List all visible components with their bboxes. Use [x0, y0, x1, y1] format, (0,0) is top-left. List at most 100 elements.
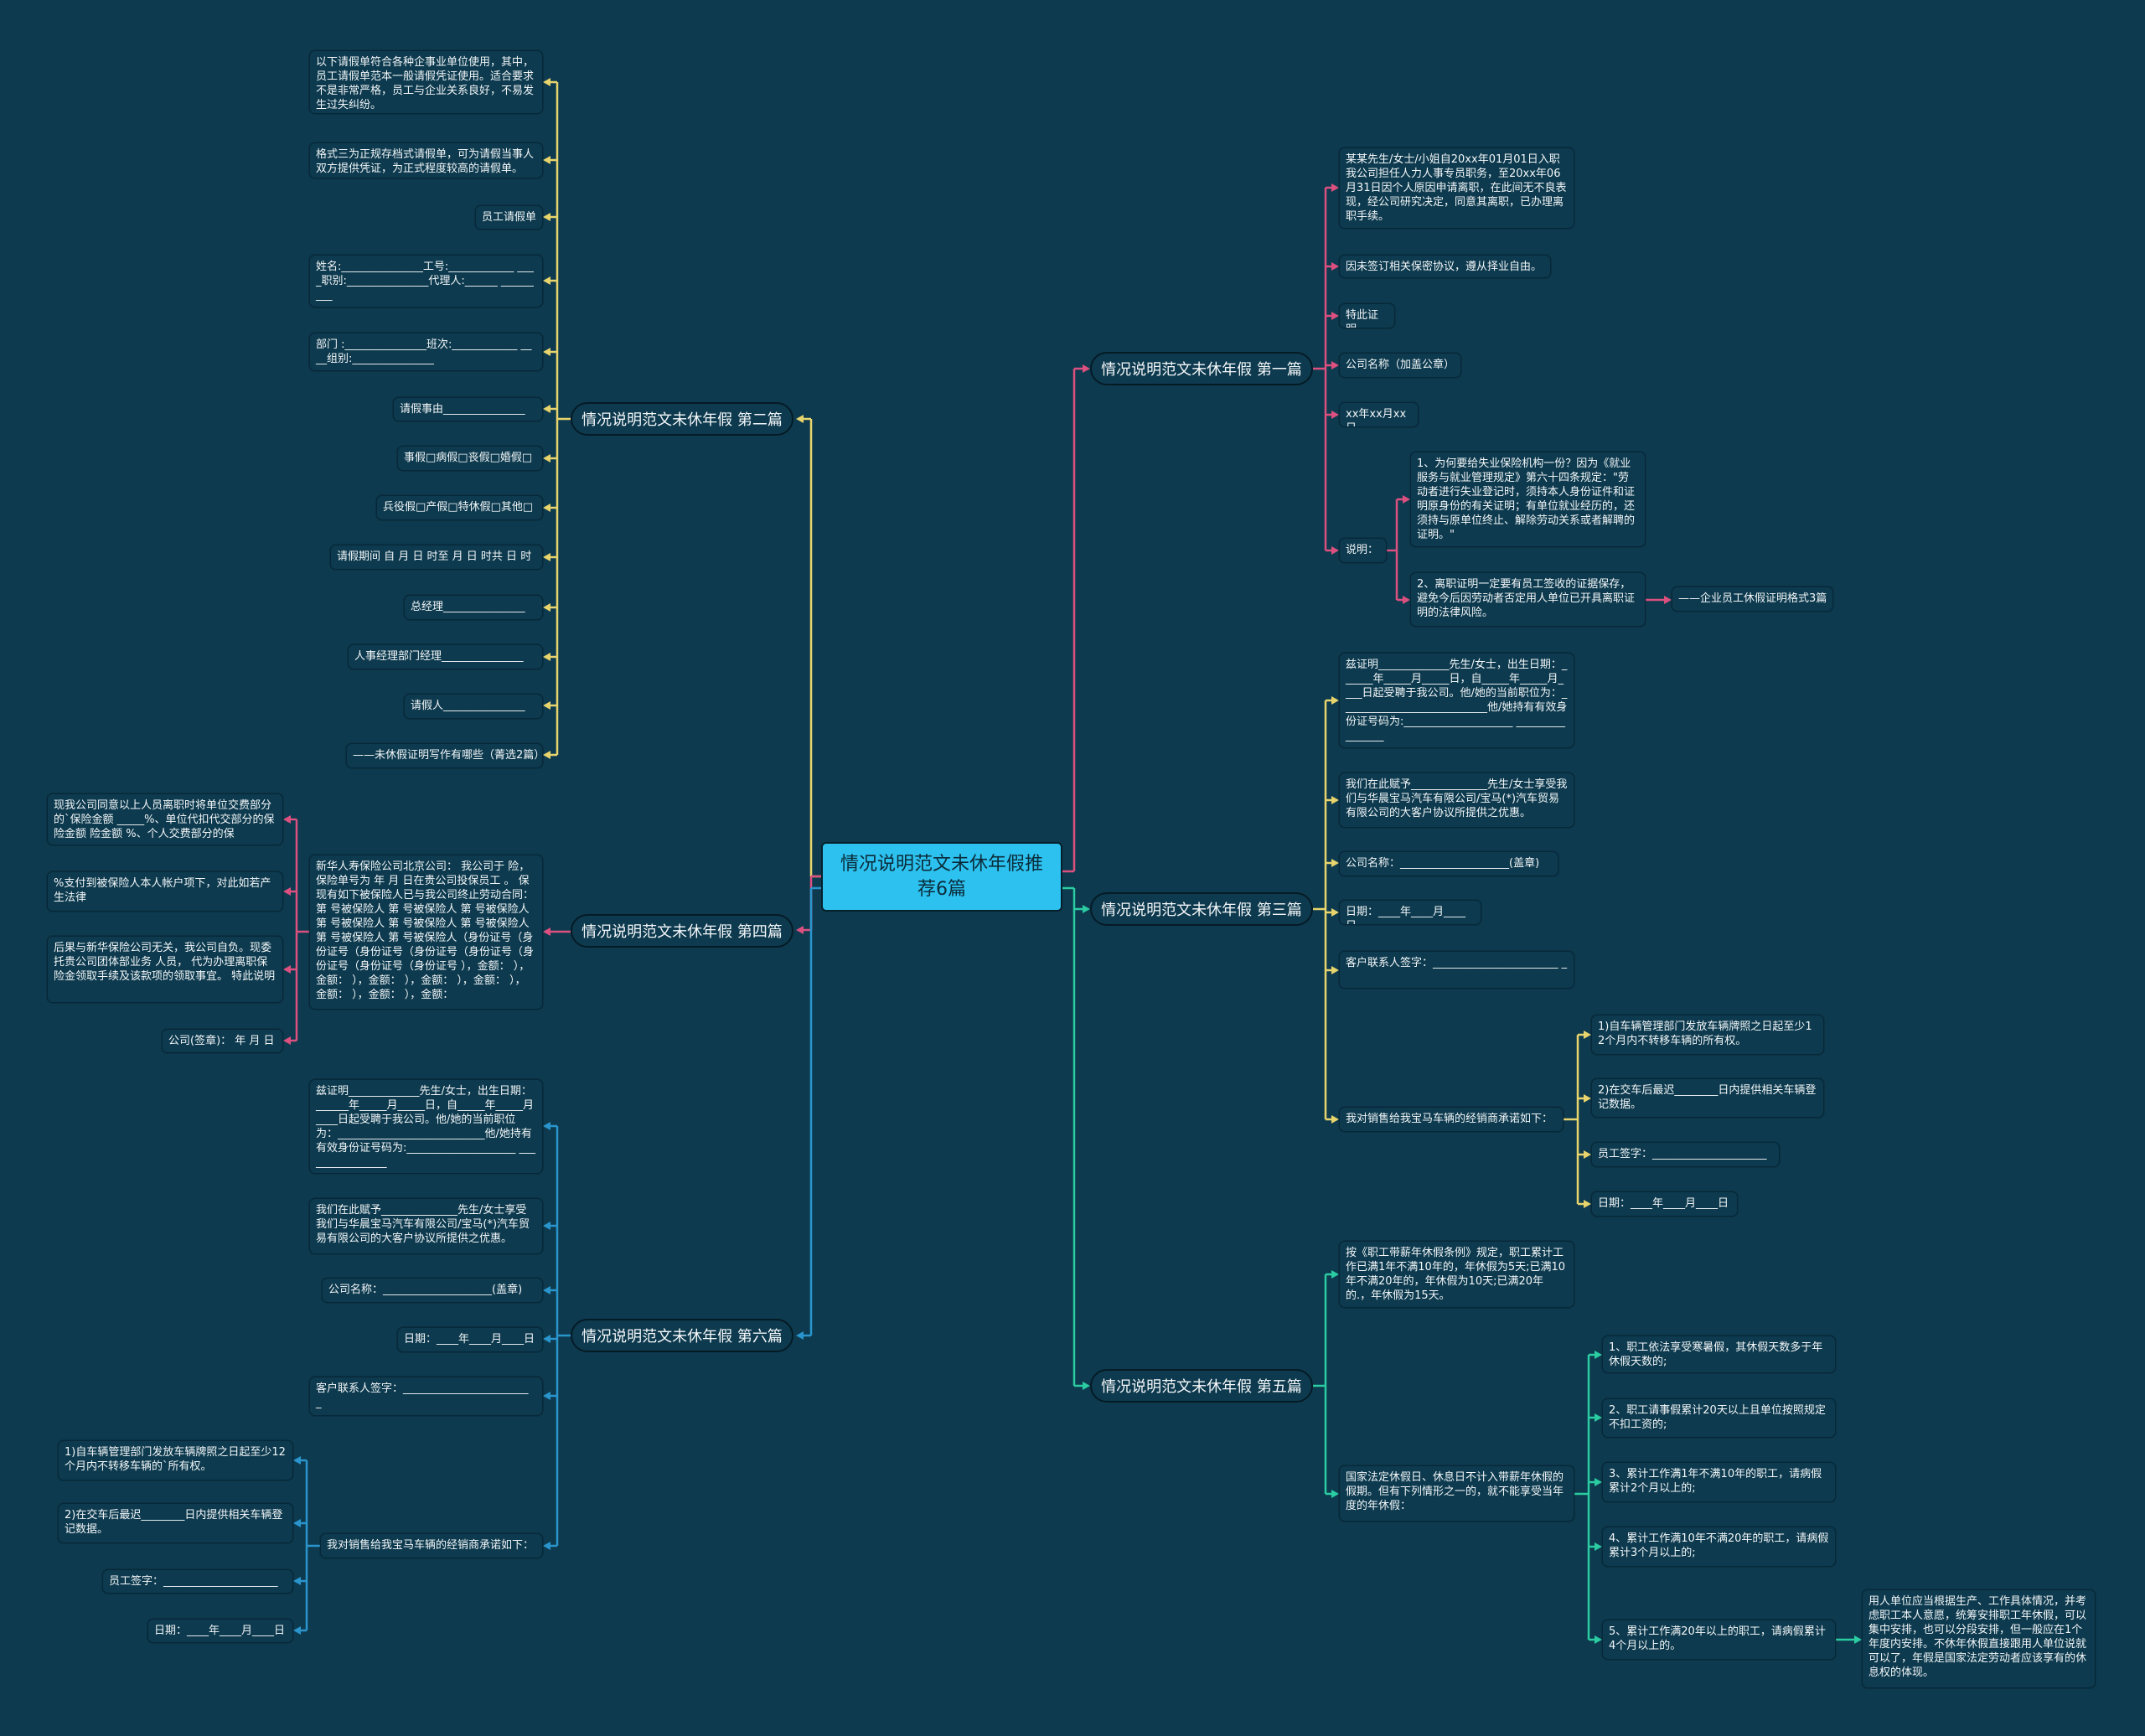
b3-promise[interactable]: 1)自车辆管理部门发放车辆牌照之日起至少12个月内不转移车辆的所有权。: [1591, 1015, 1824, 1055]
b3-item[interactable]: 日期：____年____月____日: [1339, 900, 1481, 925]
b2-item[interactable]: 人事经理部门经理_______________: [348, 644, 543, 669]
arrow-head-icon: [1595, 1478, 1602, 1486]
b4-item[interactable]: %支付到被保险人本人帐户项下，对此如若产生法律: [47, 871, 283, 912]
branch-6-topic[interactable]: 情况说明范文未休年假 第六篇: [571, 1319, 793, 1352]
b2-item[interactable]: 请假事由_______________: [393, 397, 543, 421]
arrow-head-icon: [543, 213, 550, 221]
b3-promise[interactable]: 2)在交车后最迟________日内提供相关车辆登记数据。: [1591, 1078, 1824, 1118]
b2-item[interactable]: 请假人_______________: [404, 694, 543, 719]
arrow-head-icon: [543, 1286, 550, 1294]
arrow-head-icon: [283, 815, 291, 824]
b1-item[interactable]: xx年xx月xx日: [1339, 402, 1419, 427]
arrow-head-icon: [1331, 1490, 1339, 1498]
b1-item[interactable]: 特此证明: [1339, 303, 1395, 328]
arrow-head-icon: [1331, 361, 1339, 369]
arrow-head-icon: [1331, 312, 1339, 320]
b5-case[interactable]: 4、累计工作满10年不满20年的职工，请病假累计3个月以上的;: [1602, 1527, 1836, 1567]
b5-case[interactable]: 1、职工依法享受寒暑假，其休假天数多于年休假天数的;: [1602, 1336, 1836, 1373]
arrow-head-icon: [1403, 495, 1410, 504]
arrow-head-icon: [543, 348, 550, 356]
b2-item[interactable]: 员工请假单: [475, 205, 543, 230]
arrow-head-icon: [543, 276, 550, 285]
b1-related-link[interactable]: ——企业员工休假证明格式3篇: [1672, 586, 1833, 612]
b3-item[interactable]: 兹证明_____________先生/女士，出生日期：______年_____月…: [1339, 653, 1574, 748]
arrow-head-icon: [283, 1036, 291, 1045]
b1-note[interactable]: 1、为何要给失业保险机构一份？因为《就业服务与就业管理规定》第六十四条规定："劳…: [1410, 452, 1646, 547]
b3-item[interactable]: 我们在此赋予______________先生/女士享受我们与华晨宝马汽车有限公司…: [1339, 772, 1574, 828]
b6-promise[interactable]: 员工签字：_____________________: [102, 1569, 293, 1594]
b4-item[interactable]: 现我公司同意以上人员离职时将单位交费部分的`保险金额 _____%、单位代扣代交…: [47, 793, 283, 845]
b1-item[interactable]: 说明：: [1339, 538, 1387, 563]
b2-related-link[interactable]: ——未休假证明写作有哪些（菁选2篇）: [346, 743, 543, 768]
b6-item[interactable]: 客户联系人签字：_______________________ _: [309, 1377, 543, 1416]
arrow-head-icon: [283, 887, 291, 896]
b4-main[interactable]: 新华人寿保险公司北京公司： 我公司于 险，保险单号为 年 月 日在贵公司投保员工…: [309, 855, 543, 1010]
b2-item[interactable]: 格式三为正规存档式请假单，可为请假当事人双方提供凭证，为正式程度较高的请假单。: [309, 142, 543, 178]
arrow-head-icon: [543, 504, 550, 512]
b1-note[interactable]: 2、离职证明一定要有员工签收的证据保存，避免今后因劳动者否定用人单位已开具离职证…: [1410, 572, 1646, 627]
arrow-head-icon: [796, 926, 804, 934]
arrow-head-icon: [543, 1122, 550, 1130]
root-topic[interactable]: 情况说明范文未休年假推荐6篇: [821, 842, 1062, 912]
b3-promise[interactable]: 日期：____年____月____日: [1591, 1191, 1738, 1217]
b6-promise[interactable]: 1)自车辆管理部门发放车辆牌照之日起至少12个月内不转移车辆的`所有权。: [58, 1440, 293, 1480]
b6-item[interactable]: 兹证明_____________先生/女士，出生日期：______年_____月…: [309, 1079, 543, 1174]
b6-item[interactable]: 我们在此赋予______________先生/女士享受我们与华晨宝马汽车有限公司…: [309, 1198, 543, 1254]
b6-item[interactable]: 日期：____年____月____日: [397, 1327, 543, 1352]
arrow-head-icon: [1584, 1200, 1591, 1208]
arrow-head-icon: [1664, 596, 1672, 604]
arrow-head-icon: [543, 1222, 550, 1230]
branch-4-topic[interactable]: 情况说明范文未休年假 第四篇: [571, 914, 793, 948]
arrow-head-icon: [1595, 1413, 1602, 1422]
b1-item[interactable]: 某某先生/女士/小姐自20xx年01月01日入职我公司担任人力人事专员职务，至2…: [1339, 147, 1574, 229]
b2-item[interactable]: 事假□病假□丧假□婚假□: [397, 446, 543, 471]
arrow-head-icon: [543, 454, 550, 462]
b5-case[interactable]: 2、职工请事假累计20天以上且单位按照规定不扣工资的;: [1602, 1398, 1836, 1438]
b2-item[interactable]: 请假期间 自 月 日 时至 月 日 时共 日 时: [330, 545, 543, 570]
arrow-head-icon: [543, 1392, 550, 1400]
arrow-head-icon: [543, 1542, 550, 1550]
arrow-head-icon: [543, 701, 550, 710]
arrow-head-icon: [293, 1519, 301, 1527]
b6-promise[interactable]: 2)在交车后最迟________日内提供相关车辆登记数据。: [58, 1503, 293, 1543]
b3-item[interactable]: 客户联系人签字：_______________________ _: [1339, 951, 1574, 989]
b4-item[interactable]: 公司(签章)： 年 月 日: [162, 1029, 283, 1053]
arrow-head-icon: [1083, 1382, 1090, 1390]
arrow-head-icon: [1083, 364, 1090, 373]
arrow-head-icon: [796, 415, 804, 423]
branch-3-topic[interactable]: 情况说明范文未休年假 第三篇: [1090, 892, 1313, 926]
b5-note[interactable]: 用人单位应当根据生产、工作具体情况，并考虑职工本人意愿，统筹安排职工年休假，可以…: [1862, 1589, 2096, 1688]
arrow-head-icon: [1331, 546, 1339, 555]
arrow-head-icon: [1584, 1094, 1591, 1103]
branch-2-topic[interactable]: 情况说明范文未休年假 第二篇: [571, 402, 793, 436]
b3-promise[interactable]: 员工签字：_____________________: [1591, 1142, 1780, 1167]
b1-item[interactable]: 公司名称（加盖公章）: [1339, 353, 1461, 378]
b3-item[interactable]: 公司名称：____________________(盖章): [1339, 851, 1558, 876]
b2-item[interactable]: 总经理_______________: [404, 595, 543, 620]
arrow-head-icon: [1595, 1542, 1602, 1551]
b5-item[interactable]: 国家法定休假日、休息日不计入带薪年休假的假期。但有下列情形之一的，就不能享受当年…: [1339, 1465, 1574, 1522]
b6-promise[interactable]: 日期：____年____月____日: [147, 1619, 293, 1643]
b4-item[interactable]: 后果与新华保险公司无关，我公司自负。现委托贵公司团体部业务 人员， 代为办理离职…: [47, 936, 283, 1003]
b6-item[interactable]: 公司名称：____________________(盖章): [322, 1278, 543, 1303]
arrow-head-icon: [1331, 1115, 1339, 1124]
b1-item[interactable]: 因未签订相关保密协议，遵从择业自由。: [1339, 255, 1551, 278]
b2-item[interactable]: 兵役假□产假□特休假□其他□: [376, 495, 543, 520]
b2-item[interactable]: 以下请假单符合各种企事业单位使用，其中，员工请假单范本一般请假凭证使用。适合要求…: [309, 50, 543, 114]
arrow-head-icon: [543, 603, 550, 612]
arrow-head-icon: [543, 653, 550, 661]
b2-item[interactable]: 姓名:_______________工号:____________ ____职别…: [309, 255, 543, 307]
arrow-head-icon: [1854, 1635, 1862, 1644]
branch-5-topic[interactable]: 情况说明范文未休年假 第五篇: [1090, 1369, 1313, 1403]
b5-case[interactable]: 3、累计工作满1年不满10年的职工，请病假累计2个月以上的;: [1602, 1462, 1836, 1502]
b5-case[interactable]: 5、累计工作满20年以上的职工，请病假累计4个月以上的。: [1602, 1620, 1836, 1660]
arrow-head-icon: [1595, 1351, 1602, 1359]
b5-item[interactable]: 按《职工带薪年休假条例》规定，职工累计工作已满1年不满10年的，年休假为5天;已…: [1339, 1241, 1574, 1308]
b2-item[interactable]: 部门 :_______________班次:____________ ____组…: [309, 333, 543, 371]
branch-1-topic[interactable]: 情况说明范文未休年假 第一篇: [1090, 352, 1313, 385]
b6-item[interactable]: 我对销售给我宝马车辆的经销商承诺如下：: [320, 1533, 543, 1558]
b3-item[interactable]: 我对销售给我宝马车辆的经销商承诺如下：: [1339, 1107, 1564, 1132]
arrow-head-icon: [543, 405, 550, 413]
arrow-head-icon: [293, 1456, 301, 1465]
